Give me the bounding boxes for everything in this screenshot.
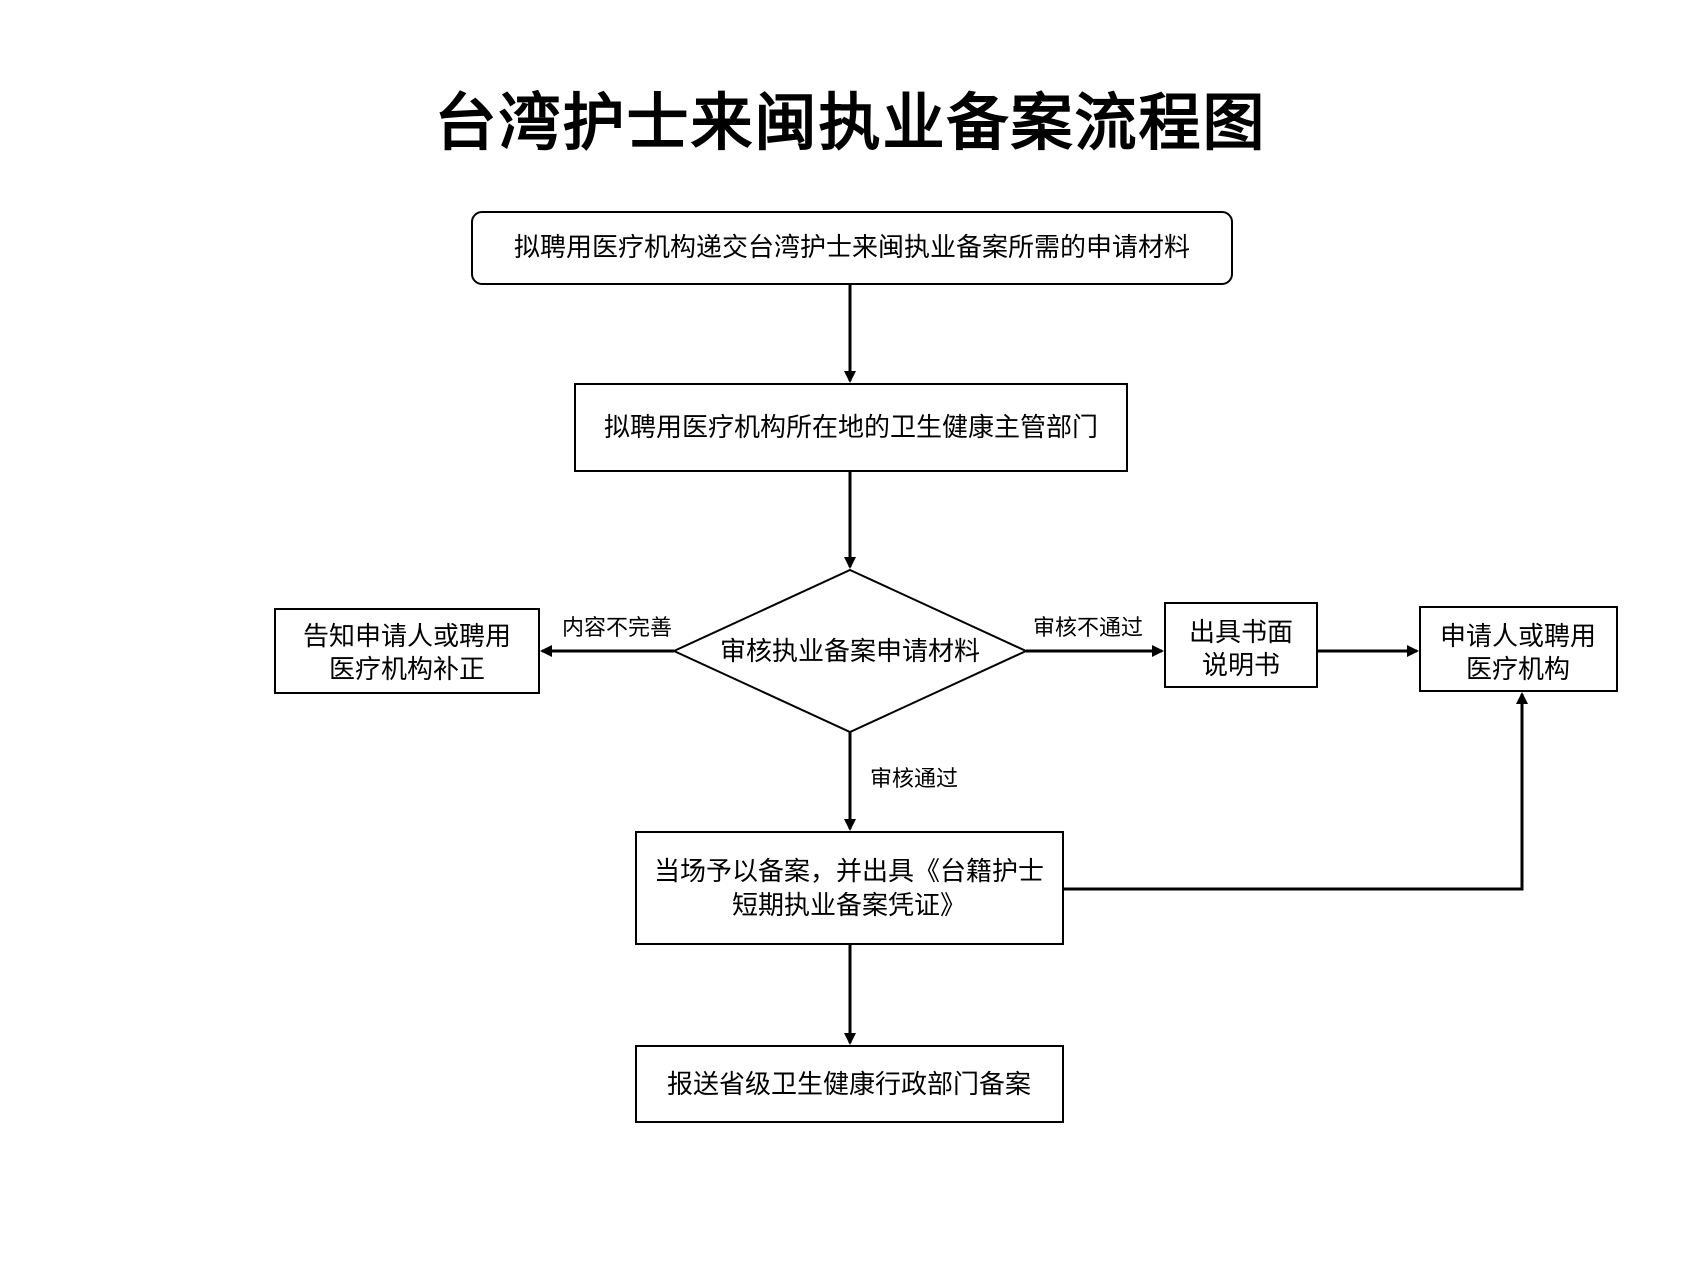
node-written-explanation-line2: 说明书 (1202, 651, 1280, 681)
node-submit-materials: 拟聘用医疗机构递交台湾护士来闽执业备案所需的申请材料 (471, 211, 1233, 285)
node-file-on-site: 当场予以备案，并出具《台籍护士 短期执业备案凭证》 (635, 831, 1064, 945)
node-file-on-site-line1: 当场予以备案，并出具《台籍护士 (654, 857, 1044, 887)
node-applicant-institution-line1: 申请人或聘用 (1440, 622, 1596, 652)
node-review-decision: 审核执业备案申请材料 (671, 568, 1029, 734)
node-written-explanation: 出具书面 说明书 (1164, 602, 1318, 688)
edge-label-not-passed: 审核不通过 (1033, 616, 1143, 641)
edge-label-passed: 审核通过 (870, 767, 958, 792)
node-applicant-institution: 申请人或聘用 医疗机构 (1419, 606, 1618, 692)
edge-label-incomplete: 内容不完善 (562, 616, 672, 641)
node-applicant-institution-line2: 医疗机构 (1466, 655, 1570, 685)
node-health-department: 拟聘用医疗机构所在地的卫生健康主管部门 (574, 383, 1128, 472)
node-report-province-label: 报送省级卫生健康行政部门备案 (667, 1070, 1031, 1100)
node-review-decision-label: 审核执业备案申请材料 (720, 637, 980, 667)
node-notify-correction-line1: 告知申请人或聘用 (303, 622, 511, 652)
edge-file-to-applicant (1063, 692, 1528, 891)
node-notify-correction: 告知申请人或聘用 医疗机构补正 (274, 608, 540, 694)
node-health-department-label: 拟聘用医疗机构所在地的卫生健康主管部门 (604, 413, 1098, 443)
node-file-on-site-line2: 短期执业备案凭证》 (732, 891, 966, 921)
node-submit-materials-label: 拟聘用医疗机构递交台湾护士来闽执业备案所需的申请材料 (514, 233, 1190, 263)
node-written-explanation-line1: 出具书面 (1189, 618, 1293, 648)
page-title: 台湾护士来闽执业备案流程图 (434, 86, 1267, 159)
node-report-province: 报送省级卫生健康行政部门备案 (635, 1045, 1064, 1123)
node-notify-correction-line2: 医疗机构补正 (329, 655, 485, 685)
